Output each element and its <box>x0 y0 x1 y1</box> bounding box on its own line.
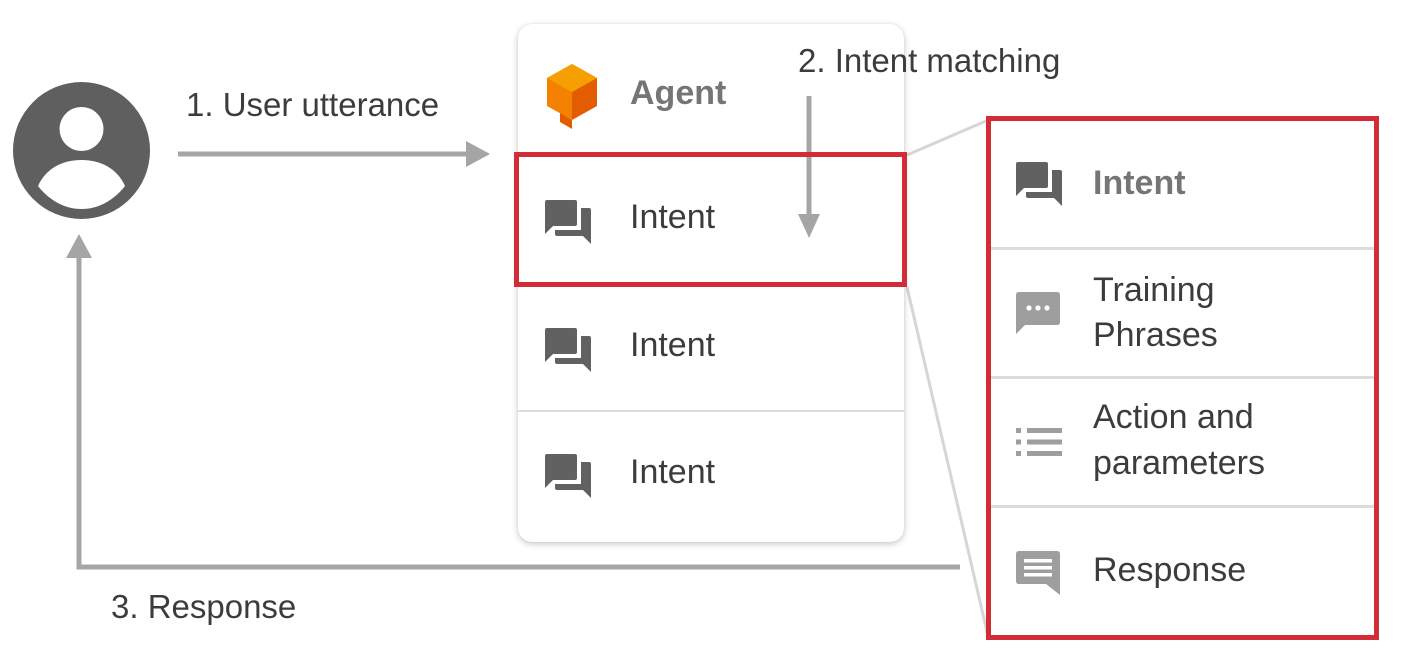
action-parameters-line1: Action and <box>1093 398 1254 436</box>
training-phrases-row[interactable]: Training Phrases <box>986 250 1379 377</box>
forum-icon <box>545 454 591 503</box>
user-avatar-icon <box>13 82 150 219</box>
training-phrases-line1: Training <box>1093 271 1215 309</box>
action-parameters-line2: parameters <box>1093 444 1265 482</box>
intent-detail-card: Intent Training Phrases Acti <box>986 116 1379 640</box>
step-3-label: 3. Response <box>111 588 297 625</box>
intent-detail-header: Intent <box>986 116 1379 247</box>
training-phrases-line2: Phrases <box>1093 316 1218 354</box>
list-icon <box>1016 427 1062 462</box>
intent-matching-arrow <box>798 96 820 238</box>
divider <box>991 247 1374 250</box>
sms-dots-icon <box>1016 292 1060 341</box>
dialogflow-agent-icon <box>545 62 599 135</box>
step-2-label: 2. Intent matching <box>798 42 1061 79</box>
divider <box>991 376 1374 379</box>
agent-intent-item[interactable]: Intent <box>518 152 904 284</box>
forum-icon <box>545 200 591 249</box>
agent-card: Agent Intent Intent Intent <box>518 24 904 542</box>
response-row[interactable]: Response <box>986 508 1379 635</box>
agent-header: Agent <box>518 24 904 152</box>
divider <box>991 505 1374 508</box>
agent-title: Agent <box>630 74 727 112</box>
forum-icon <box>1016 162 1062 211</box>
agent-intent-item[interactable]: Intent <box>518 284 904 410</box>
forum-icon <box>545 328 591 377</box>
agent-intent-item[interactable]: Intent <box>518 412 904 542</box>
divider <box>518 410 904 412</box>
utterance-arrow <box>178 141 490 167</box>
action-parameters-row[interactable]: Action and parameters <box>986 379 1379 505</box>
zoom-line-bottom <box>905 286 990 637</box>
intent-detail-title: Intent <box>1093 164 1186 202</box>
intent-label: Intent <box>630 453 716 491</box>
zoom-line-top <box>906 119 987 157</box>
step-1-label: 1. User utterance <box>186 86 440 123</box>
intent-label: Intent <box>630 198 716 236</box>
response-label: Response <box>1093 551 1247 589</box>
message-icon <box>1016 551 1060 600</box>
intent-label: Intent <box>630 326 716 364</box>
response-arrow <box>66 234 960 570</box>
